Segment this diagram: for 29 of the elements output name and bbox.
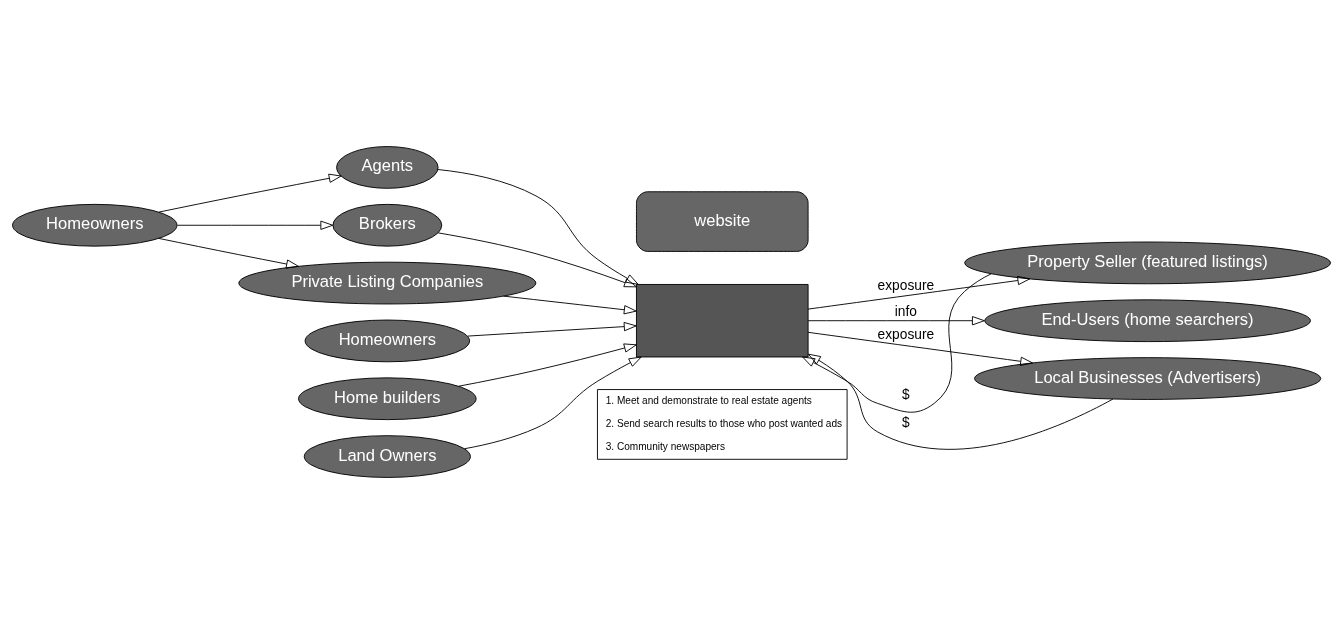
arrow: [502, 295, 637, 314]
edge-label: exposure: [877, 326, 935, 342]
node-box: website: [636, 190, 809, 252]
arrow: [467, 321, 637, 337]
arrow: [464, 356, 642, 449]
arrow: [807, 315, 985, 325]
arrow: [807, 275, 1031, 310]
arrow: [437, 168, 639, 285]
node-ellipse: Homeowners: [304, 319, 471, 362]
arrow: [807, 353, 1114, 449]
node-ellipse: Home builders: [298, 376, 477, 420]
node-box: [636, 283, 809, 357]
arrow: [458, 342, 637, 387]
node-ellipse: Agents: [336, 145, 439, 189]
node-ellipse: End-Users (home searchers): [984, 298, 1311, 342]
arrow: [158, 173, 342, 213]
edge-label: $: [902, 414, 910, 430]
node-box: 1. Meet and demonstrate to real estate agents 2. Send search results to those who post wanted ads 3. Community newspapers: [597, 388, 848, 460]
arrow: [807, 331, 1034, 366]
node-ellipse: Land Owners: [303, 434, 471, 478]
arrow: [158, 237, 299, 269]
arrow: [437, 231, 637, 287]
arrow: [177, 220, 334, 230]
edge-label: exposure: [877, 277, 935, 293]
edge-label: info: [894, 303, 917, 319]
arrow: [802, 272, 992, 413]
node-ellipse: Homeowners: [12, 203, 178, 247]
node-ellipse: Brokers: [332, 203, 443, 247]
edge-label: $: [902, 386, 910, 402]
